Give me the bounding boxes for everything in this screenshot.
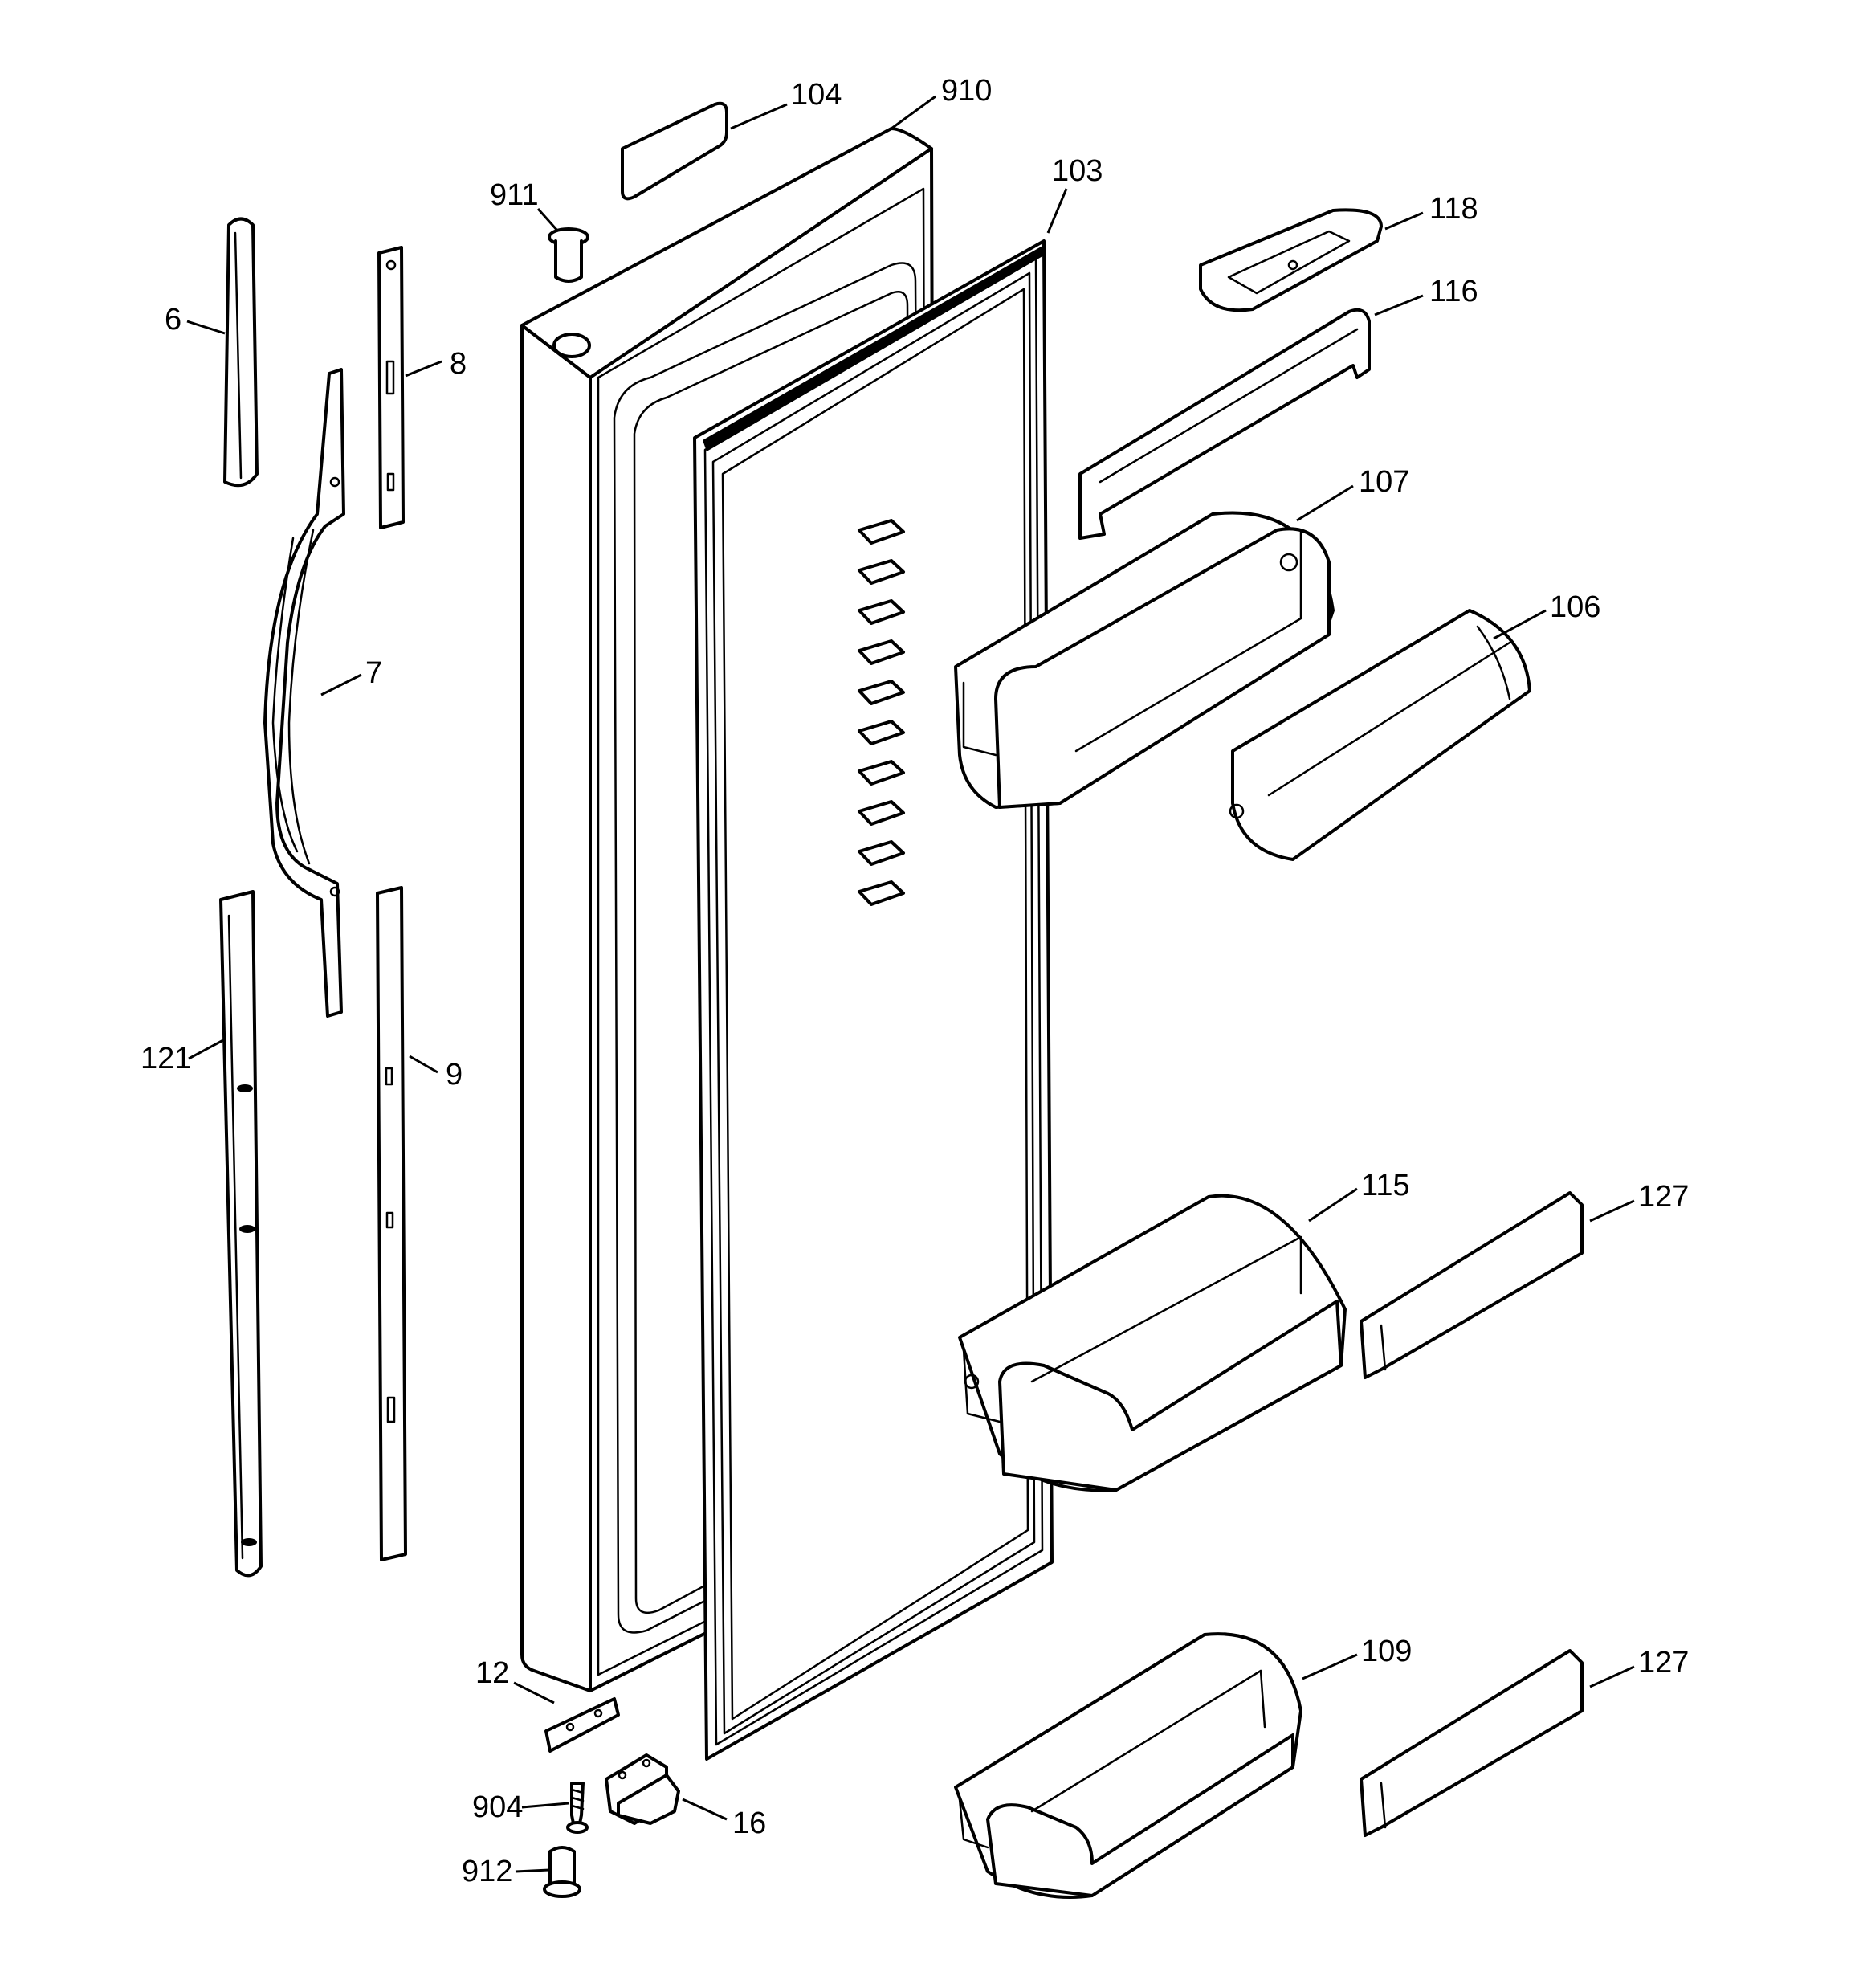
callout-115: 115	[1361, 1169, 1410, 1202]
callout-910: 910	[941, 74, 992, 108]
shelf-clips	[858, 519, 905, 906]
part-106-bin-front	[1229, 609, 1531, 861]
part-9-mounting-strip	[376, 886, 407, 1561]
part-107-upper-bin	[954, 511, 1335, 809]
part-104-trim-cap	[621, 101, 728, 201]
part-912-pin	[543, 1846, 581, 1898]
part-121-lower-trim	[219, 890, 263, 1578]
callout-8: 8	[450, 347, 467, 381]
part-115-middle-bin	[958, 1194, 1347, 1492]
callout-109: 109	[1361, 1635, 1412, 1668]
callout-127-lower: 127	[1638, 1646, 1689, 1680]
callout-labels: 104 910 911 103 118 116 6 8 107 106 7 12…	[141, 74, 1689, 1888]
part-7-handle	[263, 368, 345, 1018]
part-103-door-gasket	[693, 239, 1054, 1761]
callout-16: 16	[732, 1806, 766, 1840]
part-911-bushing	[548, 227, 589, 283]
callout-103: 103	[1052, 154, 1103, 188]
callout-904: 904	[472, 1790, 523, 1824]
callout-7: 7	[365, 656, 382, 690]
callout-9: 9	[446, 1058, 463, 1092]
callout-127-upper: 127	[1638, 1180, 1689, 1214]
part-118-cap-tray	[1199, 208, 1383, 312]
callout-106: 106	[1550, 590, 1600, 624]
part-109-lower-bin	[954, 1632, 1302, 1899]
callout-107: 107	[1359, 465, 1409, 499]
callout-104: 104	[791, 78, 842, 112]
part-6-handle-trim	[223, 217, 259, 488]
part-16-hinge	[605, 1753, 680, 1825]
callout-6: 6	[165, 303, 181, 337]
part-12-hinge-plate	[544, 1697, 620, 1753]
part-116-shelf-rail	[1078, 308, 1371, 540]
part-904-screw	[566, 1782, 589, 1834]
callout-118: 118	[1429, 192, 1478, 226]
callout-912: 912	[462, 1855, 512, 1888]
part-127-lower-bin-front	[1360, 1649, 1584, 1837]
part-127-upper-bin-front	[1360, 1191, 1584, 1379]
part-8-mounting-strip	[377, 246, 405, 529]
callout-911: 911	[490, 178, 539, 212]
callout-12: 12	[475, 1656, 509, 1690]
leader-lines	[186, 95, 1635, 1873]
callout-116: 116	[1429, 275, 1478, 308]
callout-121: 121	[141, 1042, 191, 1076]
